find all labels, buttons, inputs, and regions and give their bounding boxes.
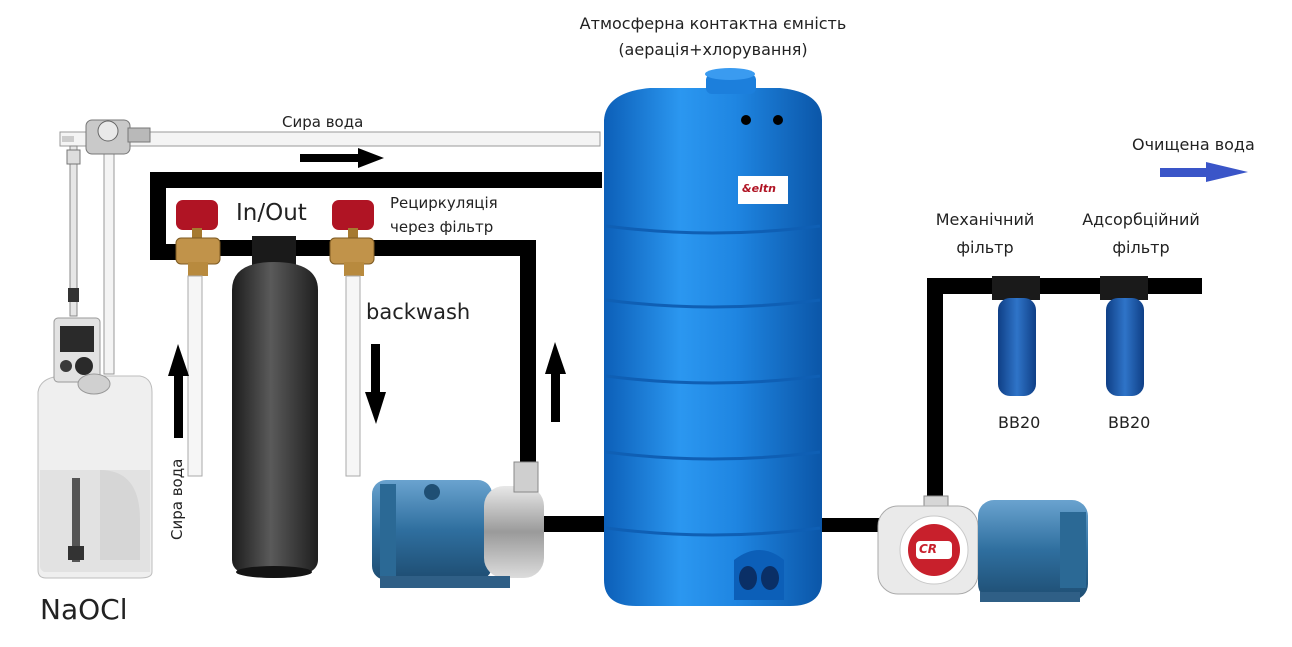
naocl-dosing-tank <box>37 317 153 579</box>
adsorption-filter-model: BB20 <box>1108 413 1151 432</box>
flow-arrow-down-backwash <box>365 344 386 424</box>
flow-arrow-up-right <box>545 342 566 422</box>
contact-tank <box>604 68 822 606</box>
flow-arrow-up-left <box>168 344 189 438</box>
adsorption-filter-line2: фільтр <box>1112 238 1170 257</box>
mechanical-filter-line1: Механічний <box>935 210 1035 229</box>
purified-water-label: Очищена вода <box>1132 135 1255 154</box>
adsorption-filter-line1: Адсорбційний <box>1082 210 1200 229</box>
raw-water-pipe <box>59 119 601 375</box>
raw-water-top-label: Сира вода <box>282 113 364 131</box>
adsorption-filter-housing <box>1100 276 1148 396</box>
raw-water-side-label: Сира вода <box>168 458 186 540</box>
tank-title-line2: (аерація+хлорування) <box>618 40 808 59</box>
media-filter-vessel <box>232 236 318 578</box>
pump-brand-logo: CR <box>919 542 938 556</box>
booster-pump <box>877 495 1088 602</box>
black-pipework <box>150 172 1202 532</box>
valve-recirculation <box>329 200 375 477</box>
recirculation-line2: через фільтр <box>390 218 494 236</box>
in-out-label: In/Out <box>236 200 307 226</box>
backwash-label: backwash <box>366 300 471 324</box>
flow-arrow-purified <box>1160 162 1248 182</box>
tank-brand-logo: &eltn <box>742 182 776 195</box>
naocl-label: NaOCl <box>40 593 128 626</box>
flow-arrow-right <box>300 148 384 168</box>
mechanical-filter-housing <box>992 276 1040 396</box>
tank-title-line1: Атмосферна контактна ємність <box>579 14 847 33</box>
circulation-pump <box>372 461 544 588</box>
dosing-line <box>66 145 81 317</box>
mechanical-filter-line2: фільтр <box>956 238 1014 257</box>
mechanical-filter-model: BB20 <box>998 413 1041 432</box>
recirculation-line1: Рециркуляція <box>390 194 498 212</box>
